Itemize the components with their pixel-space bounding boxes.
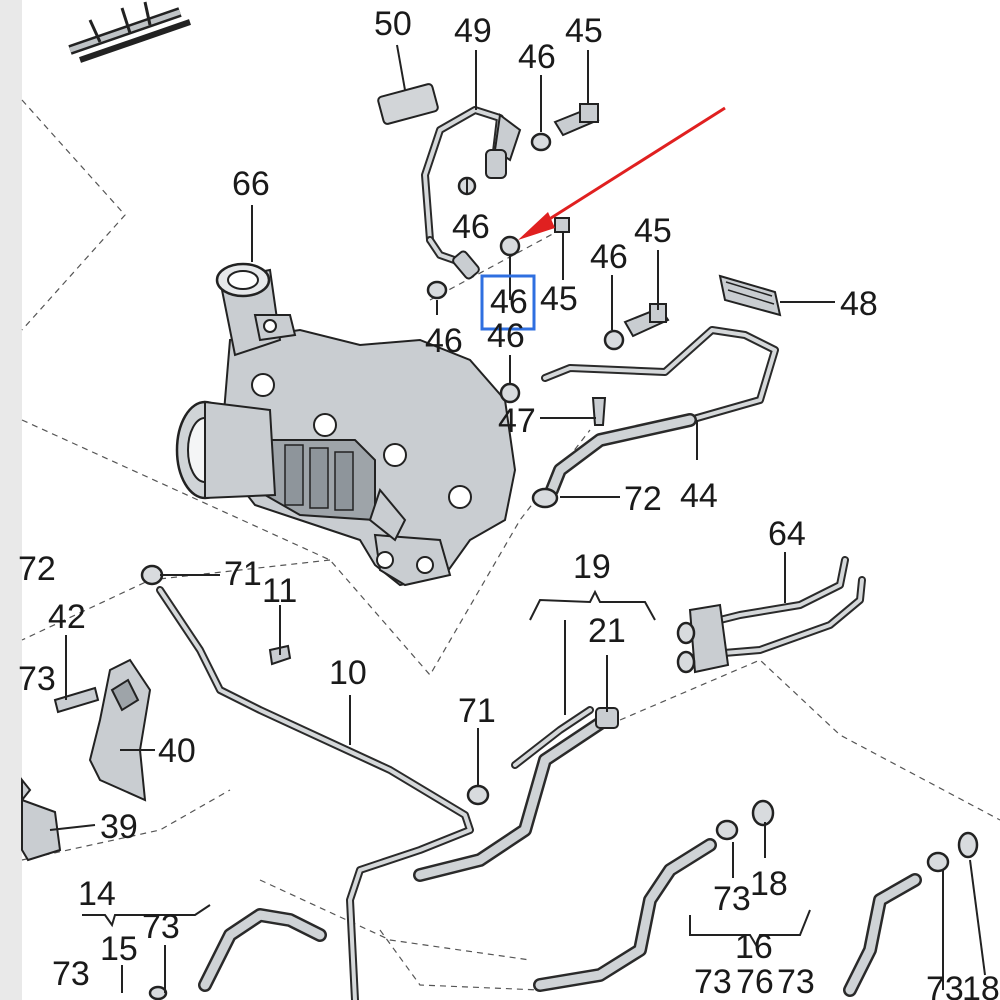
label-72: 72 <box>18 550 56 588</box>
harness-strap <box>68 1 191 63</box>
washers-and-bolts <box>377 83 670 426</box>
label-10: 10 <box>329 654 367 692</box>
label-11: 11 <box>262 572 297 610</box>
label-73: 73 <box>694 963 732 1000</box>
label-48: 48 <box>840 285 878 323</box>
label-72: 72 <box>624 480 662 518</box>
label-71: 71 <box>224 555 262 593</box>
coolant-hose-main <box>413 706 619 882</box>
label-40: 40 <box>158 732 196 770</box>
label-73: 73 <box>926 970 964 1000</box>
label-73: 73 <box>18 660 56 698</box>
label-73: 73 <box>52 955 90 993</box>
label-42: 42 <box>48 598 86 636</box>
label-46: 46 <box>518 38 556 76</box>
label-16: 16 <box>735 928 773 966</box>
label-21: 21 <box>588 612 626 650</box>
label-49: 49 <box>454 12 492 50</box>
label-46: 46 <box>425 322 463 360</box>
label-76: 76 <box>736 963 774 1000</box>
label-15: 15 <box>100 930 138 968</box>
label-44: 44 <box>680 477 718 515</box>
coolant-return-line <box>531 274 782 509</box>
label-71: 71 <box>458 692 496 730</box>
label-66: 66 <box>232 165 270 203</box>
heater-pipe-set <box>676 556 866 674</box>
label-47: 47 <box>498 402 536 440</box>
turbocharger-manifold <box>175 262 517 587</box>
part-numbers: 50 49 46 45 66 46 46 45 46 45 48 46 46 4… <box>18 5 1000 1000</box>
label-46: 46 <box>590 238 628 276</box>
leader-lines <box>49 44 986 993</box>
label-46: 46 <box>487 317 525 355</box>
label-73: 73 <box>777 963 815 1000</box>
label-46: 46 <box>452 208 490 246</box>
left-margin <box>0 0 22 1000</box>
label-19: 19 <box>573 548 611 586</box>
label-45: 45 <box>634 212 672 250</box>
label-18: 18 <box>962 970 1000 1000</box>
label-64: 64 <box>768 515 806 553</box>
label-73: 73 <box>713 880 751 918</box>
red-pointer-arrow <box>518 106 726 240</box>
label-18: 18 <box>750 865 788 903</box>
label-45: 45 <box>565 12 603 50</box>
label-14: 14 <box>78 875 116 913</box>
vent-tube <box>140 564 490 1000</box>
oil-feed-line <box>421 106 522 280</box>
label-50: 50 <box>374 5 412 43</box>
label-39: 39 <box>100 808 138 846</box>
label-46: 46 <box>490 283 528 321</box>
label-73: 73 <box>142 908 180 946</box>
lower-hoses <box>148 799 979 1000</box>
group-outlines <box>21 99 1000 991</box>
label-45: 45 <box>540 280 578 318</box>
bracket <box>21 658 152 862</box>
highlight-box <box>480 274 536 331</box>
